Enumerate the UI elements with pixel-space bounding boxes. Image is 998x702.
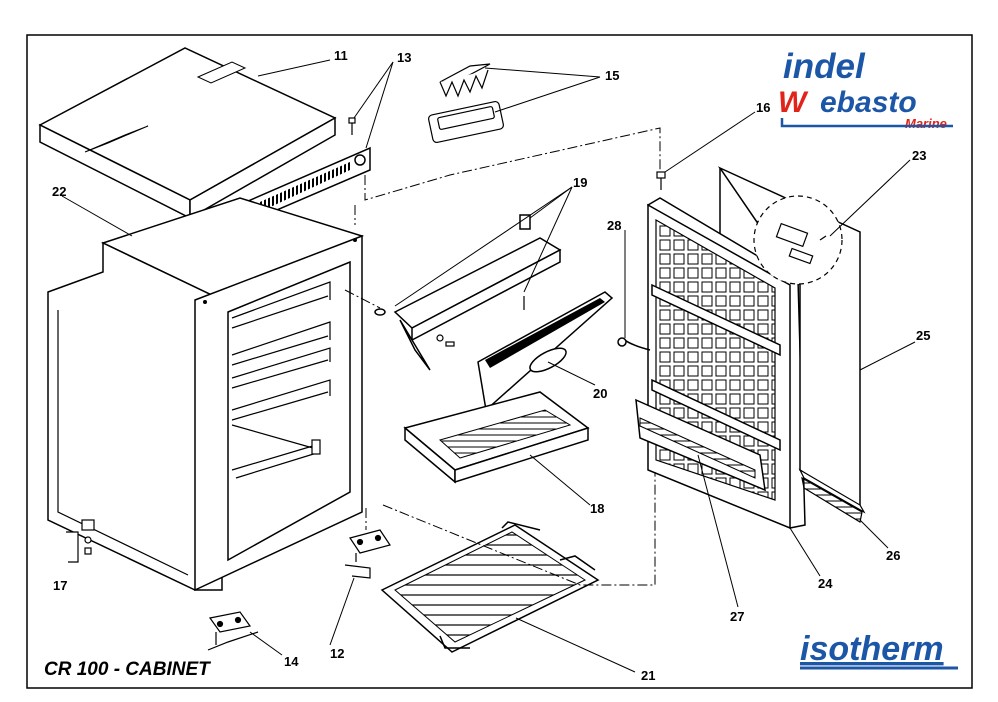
callout-20: 20	[593, 386, 607, 401]
corner-screws	[203, 238, 357, 304]
isotherm-logo: isotherm	[800, 630, 958, 670]
drawing-frame	[26, 34, 973, 689]
logo-underline	[780, 118, 953, 128]
logo-webasto-text: ebasto	[820, 86, 917, 119]
callout-19: 19	[573, 175, 587, 190]
door-hinge-16	[656, 171, 666, 190]
callout-17: 17	[53, 578, 67, 593]
callout-26: 26	[886, 548, 900, 563]
logo-indel-text: indel	[783, 47, 866, 86]
callout-23: 23	[912, 148, 926, 163]
cabinet-interior	[231, 281, 331, 479]
top-lid	[38, 47, 337, 220]
callout-14: 14	[284, 654, 299, 669]
logo-isotherm-text: isotherm	[800, 630, 944, 668]
callout-16: 16	[756, 100, 770, 115]
lock-detail	[753, 195, 843, 285]
door	[635, 197, 806, 530]
door-handle	[617, 337, 651, 351]
callout-24: 24	[818, 576, 833, 591]
ice-trays	[428, 63, 504, 144]
assembly-lines	[344, 127, 661, 586]
logo-webasto-initial: W	[778, 86, 809, 119]
hinge-bracket-12	[344, 529, 391, 579]
cabinet-side-panel	[57, 310, 189, 576]
screws-19	[436, 296, 525, 347]
evaporator	[374, 214, 562, 371]
drawing-caption: CR 100 - CABINET	[44, 659, 211, 680]
leader-lines	[61, 59, 916, 673]
evaporator-door	[477, 291, 614, 412]
cabinet-body	[47, 197, 365, 592]
callout-21: 21	[641, 668, 655, 683]
callout-27: 27	[730, 609, 744, 624]
foot-17	[66, 519, 95, 563]
callout-12: 12	[330, 646, 344, 661]
logo-marine-text: Marine	[905, 116, 947, 131]
wire-shelf	[380, 521, 600, 653]
callout-13: 13	[397, 50, 411, 65]
panel-frame-26	[798, 468, 866, 523]
screw-13	[348, 117, 356, 135]
callout-28: 28	[607, 218, 621, 233]
callout-25: 25	[916, 328, 930, 343]
indel-webasto-logo: indel W ebasto Marine	[778, 47, 953, 131]
callout-11: 11	[334, 48, 348, 63]
callout-15: 15	[605, 68, 619, 83]
callout-22: 22	[52, 184, 66, 199]
hinge-bracket-14	[207, 611, 259, 651]
drip-tray	[403, 391, 590, 484]
callout-18: 18	[590, 501, 604, 516]
